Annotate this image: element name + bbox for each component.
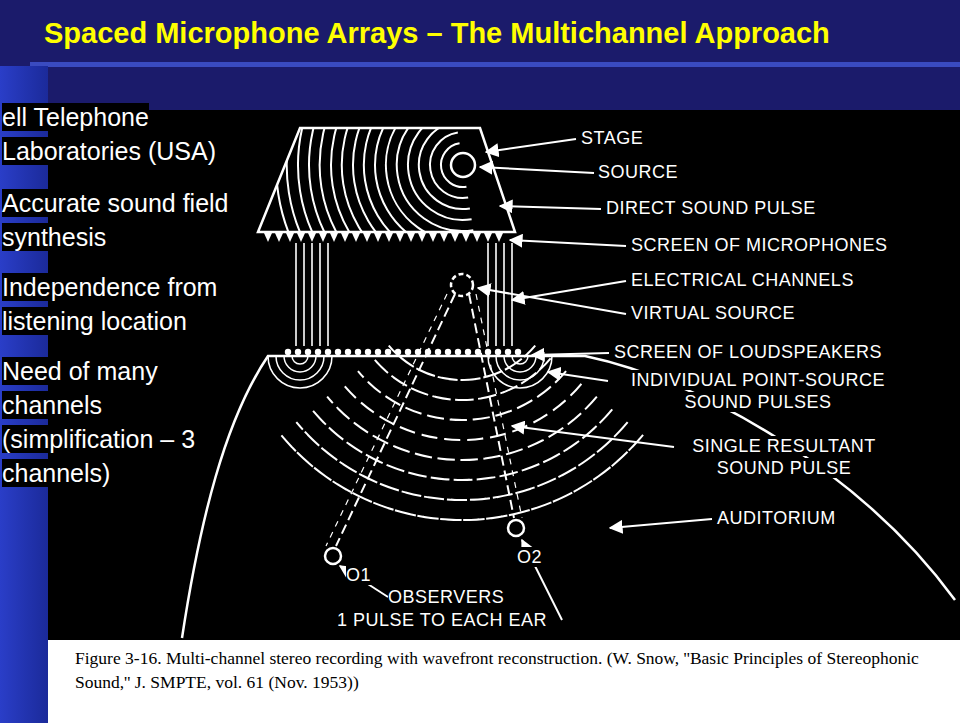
ray-o2 (469, 294, 514, 518)
caption-ground (48, 640, 960, 723)
bullet-text: Independence from listening location (2, 270, 252, 338)
callout-label: 1 PULSE TO EACH EAR (337, 609, 547, 631)
electrical-channels (296, 243, 512, 346)
callout-label: AUDITORIUM (717, 507, 836, 529)
callout-label: SCREEN OF MICROPHONES (631, 234, 888, 256)
callout-label: STAGE (581, 127, 643, 149)
observer-label: O1 (346, 564, 371, 586)
title-bar (0, 0, 960, 66)
observer-label: O2 (517, 546, 542, 568)
ray-o1-b (326, 294, 447, 546)
callout-label: OBSERVERS (388, 586, 504, 608)
observer-o2 (508, 520, 524, 536)
ray-o1 (336, 294, 455, 546)
auditorium-outline (182, 356, 955, 638)
title-rule (30, 62, 960, 67)
figure-caption: Figure 3-16. Multi-channel stereo record… (75, 646, 950, 694)
callout-label: ELECTRICAL CHANNELS (631, 269, 854, 291)
callout-label: DIRECT SOUND PULSE (606, 197, 816, 219)
microphone-screen (264, 233, 503, 242)
resultant-wavefronts (281, 346, 643, 520)
bullet-text: ell Telephone Laboratories (USA) (2, 100, 252, 168)
callout-label: VIRTUAL SOURCE (631, 302, 795, 324)
callout-label: SINGLE RESULTANT SOUND PULSE (679, 435, 889, 479)
bullet-text: Need of many channels (simplification – … (2, 354, 252, 490)
observer-o1 (325, 548, 341, 564)
direct-wavefronts (276, 0, 492, 352)
ray-o2-b (476, 294, 522, 518)
callout-label: INDIVIDUAL POINT-SOURCE SOUND PULSES (613, 369, 903, 413)
callout-label: SCREEN OF LOUDSPEAKERS (614, 341, 882, 363)
slide-title: Spaced Microphone Arrays – The Multichan… (44, 17, 830, 50)
sound-source (451, 153, 475, 177)
virtual-source (451, 274, 473, 296)
bullet-text: Accurate sound field synthesis (2, 186, 252, 254)
callout-label: SOURCE (598, 161, 678, 183)
